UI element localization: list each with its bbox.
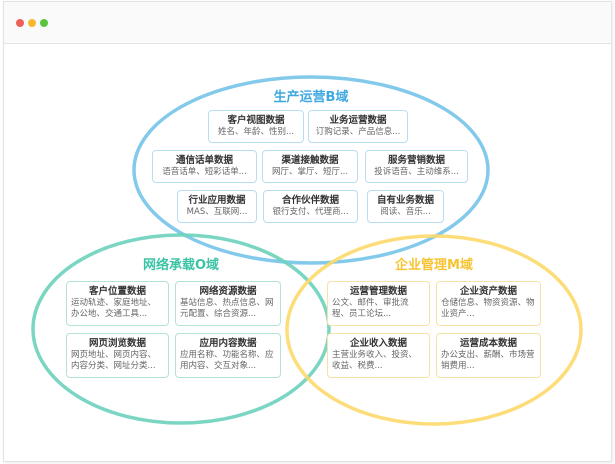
o-domain-ellipse <box>31 233 331 425</box>
data-card-business-ops[interactable]: 业务运营数据 订购记录、产品信息... <box>308 110 408 143</box>
data-card-service-marketing[interactable]: 服务营销数据 投诉语音、主动维系... <box>365 150 468 183</box>
close-window-icon[interactable] <box>16 19 24 27</box>
card-title: 客户位置数据 <box>88 286 146 297</box>
card-desc: MAS、互联网... <box>186 207 248 217</box>
card-title: 通信话单数据 <box>175 155 233 166</box>
m-domain-title: 企业管理M域 <box>395 258 473 273</box>
card-desc: 应用名称、功能名称、应用内容、交互对象... <box>180 350 274 371</box>
b-domain-title: 生产运营B域 <box>273 90 349 105</box>
card-title: 网络资源数据 <box>199 286 257 297</box>
data-card-app-content[interactable]: 应用内容数据 应用名称、功能名称、应用内容、交互对象... <box>175 333 281 378</box>
data-card-web-browsing[interactable]: 网页浏览数据 网页地址、网页内容、内容分类、网址分类... <box>66 333 169 378</box>
data-card-partner[interactable]: 合作伙伴数据 银行支付、代理商... <box>263 190 358 223</box>
card-desc: 语音话单、短彩话单... <box>162 167 247 177</box>
data-card-operation-management[interactable]: 运营管理数据 公文、邮件、审批流程、员工论坛... <box>327 281 430 326</box>
card-desc: 办公支出、薪酬、市场营销费用... <box>441 350 535 371</box>
card-title: 运营管理数据 <box>349 286 407 297</box>
card-desc: 仓储信息、物资资源、物业资产... <box>441 298 535 319</box>
card-desc: 阅读、音乐... <box>380 207 431 217</box>
card-title: 行业应用数据 <box>188 195 246 206</box>
title-bar <box>4 2 611 44</box>
card-desc: 运动轨迹、家庭地址、办公地、交通工具... <box>71 298 157 319</box>
card-title: 应用内容数据 <box>199 338 257 349</box>
card-title: 渠道接触数据 <box>281 155 339 166</box>
data-card-own-business[interactable]: 自有业务数据 阅读、音乐... <box>367 190 444 223</box>
b-domain-ellipse <box>132 75 490 265</box>
card-title: 合作伙伴数据 <box>281 195 339 206</box>
data-card-operating-cost[interactable]: 运营成本数据 办公支出、薪酬、市场营销费用... <box>436 333 541 378</box>
card-title: 企业资产数据 <box>459 286 517 297</box>
card-title: 业务运营数据 <box>329 115 387 126</box>
data-card-enterprise-revenue[interactable]: 企业收入数据 主营业务收入、投资、收益、税费... <box>327 333 430 378</box>
data-card-customer-view[interactable]: 客户视图数据 姓名、年龄、性别... <box>208 110 304 143</box>
card-title: 服务营销数据 <box>387 155 445 166</box>
card-desc: 姓名、年龄、性别... <box>217 127 295 137</box>
data-card-call-records[interactable]: 通信话单数据 语音话单、短彩话单... <box>152 150 257 183</box>
card-desc: 公文、邮件、审批流程、员工论坛... <box>332 298 409 319</box>
card-title: 运营成本数据 <box>459 338 517 349</box>
data-card-customer-location[interactable]: 客户位置数据 运动轨迹、家庭地址、办公地、交通工具... <box>66 281 169 326</box>
card-desc: 网厅、掌厅、短厅... <box>271 167 349 177</box>
card-title: 自有业务数据 <box>376 195 434 206</box>
card-desc: 投诉语音、主动维系... <box>374 167 459 177</box>
data-card-channel-contact[interactable]: 渠道接触数据 网厅、掌厅、短厅... <box>262 150 358 183</box>
card-title: 企业收入数据 <box>349 338 407 349</box>
card-desc: 基站信息、热点信息、网元配置、综合资源... <box>180 298 274 319</box>
card-desc: 银行支付、代理商... <box>272 207 349 217</box>
maximize-window-icon[interactable] <box>40 19 48 27</box>
data-card-industry-app[interactable]: 行业应用数据 MAS、互联网... <box>177 190 257 223</box>
card-title: 网页浏览数据 <box>88 338 146 349</box>
card-title: 客户视图数据 <box>227 115 285 126</box>
minimize-window-icon[interactable] <box>28 19 36 27</box>
o-domain-title: 网络承载O域 <box>142 258 220 273</box>
data-card-enterprise-assets[interactable]: 企业资产数据 仓储信息、物资资源、物业资产... <box>436 281 541 326</box>
m-domain-ellipse <box>285 234 583 426</box>
data-card-network-resource[interactable]: 网络资源数据 基站信息、热点信息、网元配置、综合资源... <box>175 281 281 326</box>
card-desc: 网页地址、网页内容、内容分类、网址分类... <box>71 350 157 371</box>
card-desc: 订购记录、产品信息... <box>315 127 401 137</box>
card-desc: 主营业务收入、投资、收益、税费... <box>332 350 418 371</box>
